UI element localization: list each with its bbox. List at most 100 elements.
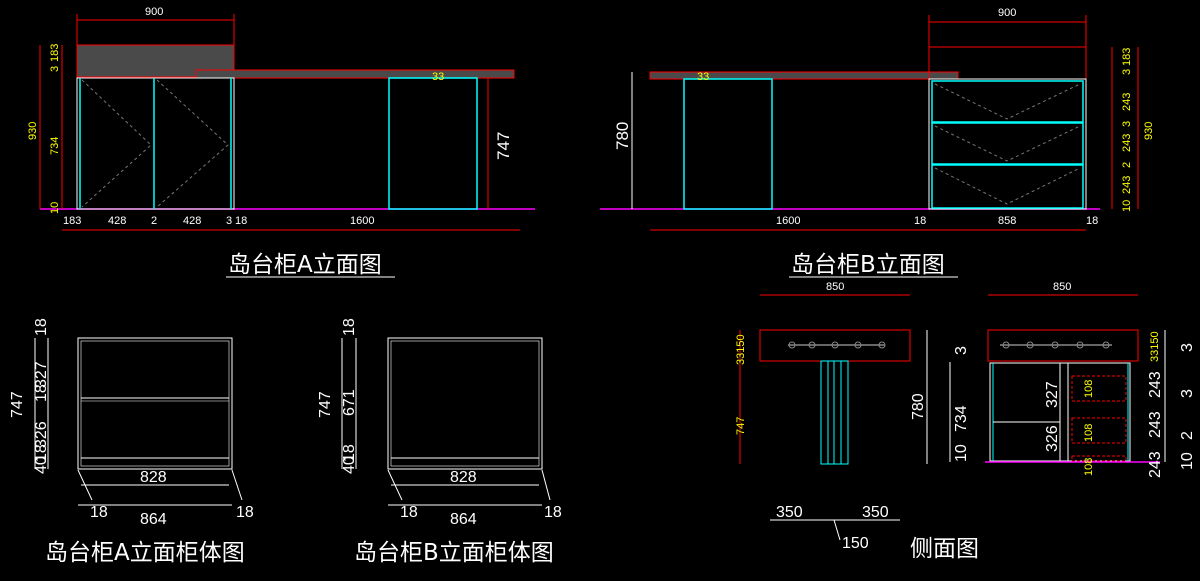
dim-108-b: 108 (1083, 424, 1095, 442)
dim-b-428: 428 (108, 215, 126, 227)
dim-40: 40 (33, 456, 50, 474)
door-swing-line (156, 79, 229, 208)
title-elev-a: 岛台柜A立面图 (228, 252, 382, 278)
fixing-dot (1102, 341, 1110, 349)
dim-b-1600: 1600 (776, 215, 800, 227)
dim-18-left: 18 (90, 504, 108, 521)
dim-top-900: 900 (145, 6, 163, 18)
dim-18c: 18 (341, 444, 358, 462)
dim-671: 671 (341, 389, 358, 416)
dim-r-183: 183 (1121, 48, 1133, 66)
dim-r-10: 10 (1121, 200, 1133, 212)
dim-top-900: 900 (998, 7, 1016, 19)
dim-18c: 18 (33, 444, 50, 462)
dim-18b: 18 (33, 384, 50, 402)
dim-r10: 10 (1179, 452, 1196, 470)
leader (77, 469, 93, 501)
fixing-dot (1026, 341, 1034, 349)
dim-r-3: 3 (1121, 69, 1133, 75)
dim-33150-left: 33150 (735, 334, 747, 365)
dim-r-930: 930 (1143, 122, 1155, 140)
drawer-mark (934, 83, 1081, 120)
dim-828: 828 (140, 469, 167, 486)
fixing-dot (1051, 341, 1059, 349)
dim-326: 326 (33, 421, 50, 448)
dim-b-18b: 18 (1086, 215, 1098, 227)
drawer-1 (931, 80, 1084, 123)
dim-326-side: 326 (1044, 425, 1061, 452)
dim-747: 747 (9, 391, 26, 418)
dim-108-a: 108 (1083, 380, 1095, 398)
cabinet-body-left (76, 77, 235, 210)
fixing-dot (788, 341, 796, 349)
countertop (195, 69, 515, 79)
dim-18a: 18 (33, 318, 50, 336)
drawer-2 (931, 122, 1084, 165)
dim-350-left: 350 (776, 504, 803, 521)
dim-left-183: 183 (49, 44, 61, 62)
drawer-box (1071, 455, 1127, 462)
dim-left-930: 930 (27, 122, 39, 140)
cabinet-inner (80, 340, 230, 467)
dim-18a: 18 (341, 318, 358, 336)
dim-850-left: 850 (826, 281, 844, 293)
dim-780-side: 780 (910, 393, 927, 420)
leg-panel (683, 78, 773, 210)
dim-18-left: 18 (400, 504, 418, 521)
fixing-dot (854, 341, 862, 349)
door-swing-line (81, 79, 152, 208)
dim-r3a: 3 (1179, 343, 1196, 352)
dim-b-183: 183 (63, 215, 81, 227)
dim-r-243a: 243 (1121, 93, 1133, 111)
dim-left-734: 734 (49, 137, 61, 155)
drawer-cabinet (928, 78, 1087, 210)
dim-r3b: 3 (1179, 389, 1196, 398)
drawer-mark (934, 167, 1081, 205)
dim-b-428b: 428 (183, 215, 201, 227)
dim-r243c: 243 (1147, 451, 1164, 478)
dim-850-right: 850 (1053, 281, 1071, 293)
fixing-dot (831, 341, 839, 349)
fixing-dot (1002, 341, 1010, 349)
dim-r2: 2 (1179, 431, 1196, 440)
dim-r-2: 2 (1121, 162, 1133, 168)
dim-b-3: 3 (226, 215, 232, 227)
elevation-a: 33 900 3 183 930 734 10 747 183 428 2 42… (27, 6, 535, 278)
dim-864: 864 (140, 511, 167, 528)
cabinet-outline (77, 337, 233, 470)
title-body-b: 岛台柜B立面柜体图 (354, 540, 554, 566)
dim-r243a: 243 (1147, 371, 1164, 398)
dim-r-243b: 243 (1121, 134, 1133, 152)
dim-r-243c: 243 (1121, 176, 1133, 194)
dim-747-side: 747 (735, 417, 747, 435)
dim-right-747: 747 (494, 132, 513, 160)
drawer-box (1071, 375, 1127, 402)
fixing-dot (1076, 341, 1084, 349)
dim-864: 864 (450, 511, 477, 528)
dim-3-side: 3 (953, 346, 970, 355)
dim-left-780: 780 (613, 122, 632, 150)
dim-18-right: 18 (236, 504, 254, 521)
side-view: 850 33150 747 350 350 150 780 850 3 734 (735, 281, 1196, 562)
dim-r243b: 243 (1147, 411, 1164, 438)
dim-inner-33: 33 (432, 71, 444, 83)
leader (387, 469, 403, 501)
title-elev-b: 岛台柜B立面图 (791, 252, 945, 278)
countertop-side-right (987, 329, 1139, 362)
dim-350-right: 350 (862, 504, 889, 521)
dim-18-right: 18 (544, 504, 562, 521)
dim-10-side: 10 (953, 444, 970, 462)
dim-734-side: 734 (953, 405, 970, 432)
leader (231, 469, 243, 501)
dim-747: 747 (317, 391, 334, 418)
dim-327: 327 (33, 361, 50, 388)
fixing-dot (878, 341, 886, 349)
drawer-mark (934, 125, 1081, 162)
dim-b-1600: 1600 (350, 215, 374, 227)
dim-828: 828 (450, 469, 477, 486)
title-side: 侧面图 (910, 536, 979, 562)
dim-b-858: 858 (998, 215, 1016, 227)
cabinet-inner (390, 340, 540, 467)
dim-108-c: 108 (1083, 458, 1095, 476)
